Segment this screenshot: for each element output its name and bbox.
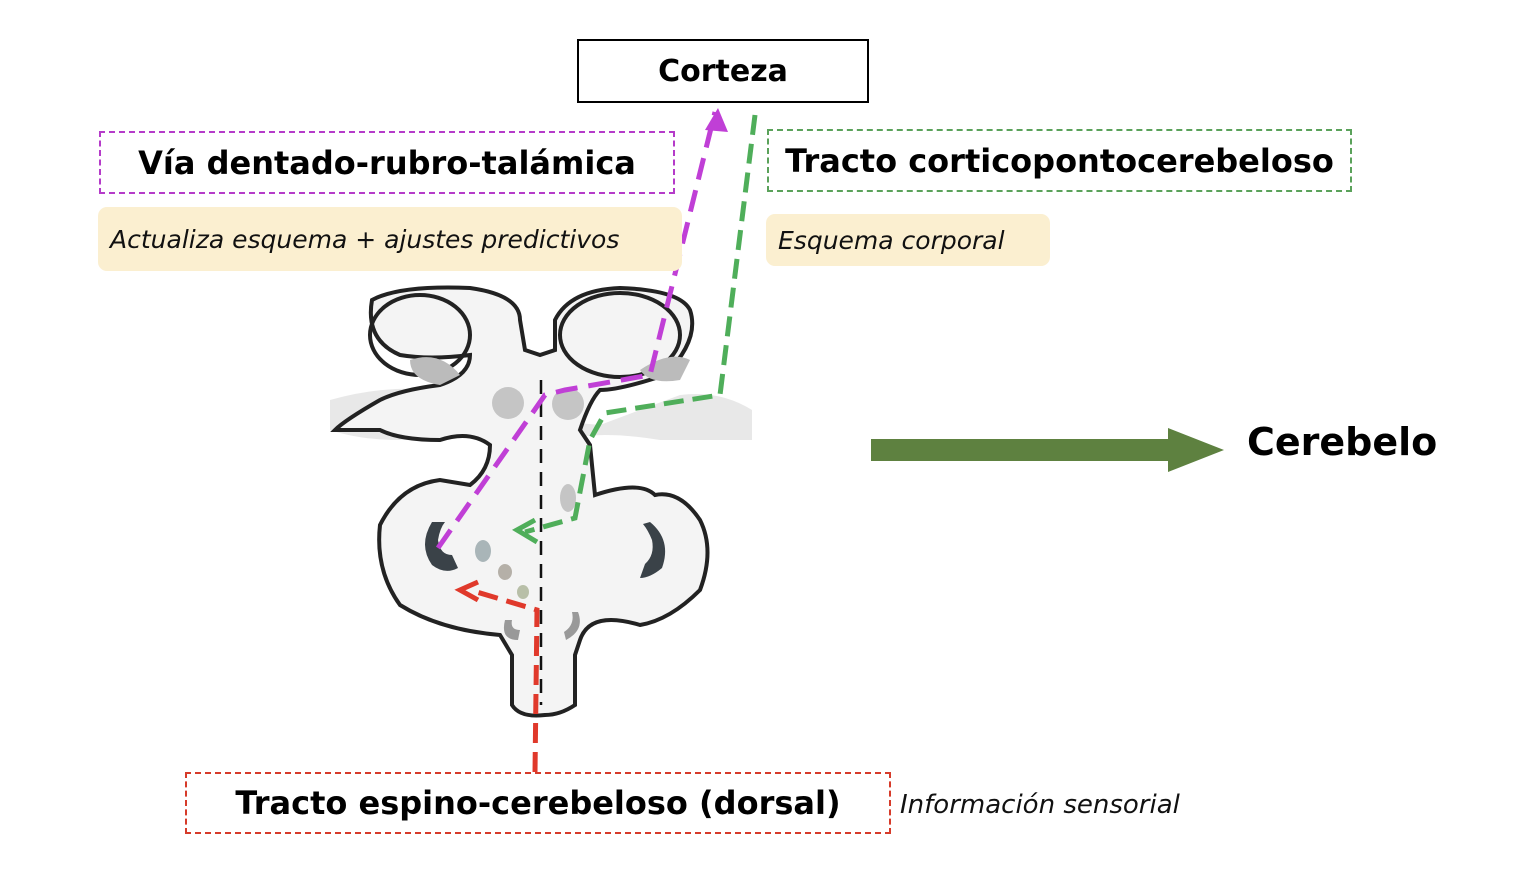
right-dentate-nucleus <box>640 522 666 578</box>
via-dentado-note: Actualiza esquema + ajustes predictivos <box>98 207 682 271</box>
tracto-espino-cerebeloso-box: Tracto espino-cerebeloso (dorsal) <box>185 772 891 834</box>
espino-arrowhead <box>454 579 480 603</box>
tracto-corticopontocerebeloso-box: Tracto corticopontocerebeloso <box>767 129 1352 192</box>
brain-outline <box>330 285 710 718</box>
left-olive <box>503 620 520 640</box>
right-olive <box>564 612 580 640</box>
cortico-arrowhead <box>512 517 539 545</box>
cerebelo-label: Cerebelo <box>1247 420 1438 464</box>
corticopontocerebeloso-path <box>524 114 758 535</box>
cerebelo-arrow <box>871 428 1224 472</box>
left-nucleus <box>492 387 524 419</box>
dentado-arrowhead <box>705 108 728 132</box>
small-nucleus-3 <box>517 585 529 599</box>
small-nucleus-2 <box>498 564 512 580</box>
via-dentado-rubro-talamica-box: Vía dentado-rubro-talámica <box>99 131 675 194</box>
brainstem-cerebellum-drawing <box>330 285 752 718</box>
espino-note: Información sensorial <box>900 790 1180 820</box>
espinocerebeloso-path <box>469 587 540 773</box>
pons-nucleus <box>560 484 576 512</box>
left-grey-region <box>410 357 460 385</box>
small-nucleus-1 <box>475 540 491 562</box>
left-dentate-nucleus <box>425 522 458 571</box>
right-nucleus <box>552 388 584 420</box>
cortico-note: Esquema corporal <box>766 214 1050 266</box>
corteza-box: Corteza <box>577 39 869 103</box>
dentado-rubro-talamica-path <box>435 111 718 550</box>
right-hemisphere <box>558 291 682 379</box>
